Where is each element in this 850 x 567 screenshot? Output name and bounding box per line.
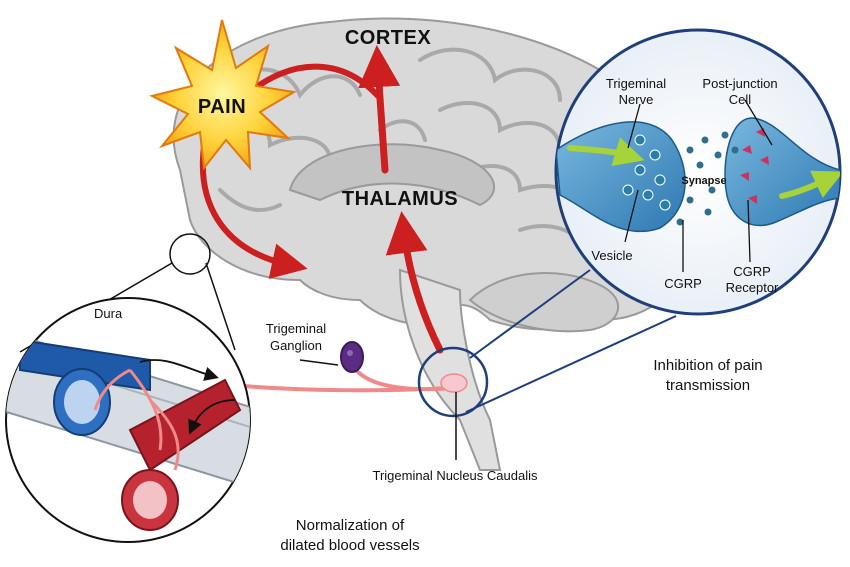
nucleus-caudalis (440, 373, 468, 393)
green-arrow-out (779, 170, 840, 199)
dura-source-circle (169, 233, 211, 275)
vesicle-label: Vesicle (591, 248, 632, 263)
pain-starburst-icon (149, 19, 297, 171)
synapse-inset: Trigeminal Nerve Post-junction Cell Syna… (465, 28, 842, 413)
cgrp-receptor-label-line1: CGRP (733, 264, 771, 279)
trigeminal-ganglion (340, 341, 364, 373)
green-arrow-in (567, 137, 645, 167)
dura-arrow-top (139, 359, 219, 381)
vein (19, 338, 151, 436)
inhibition-label-line1: Inhibition of pain (653, 357, 762, 374)
inhibition-label-line2: transmission (666, 377, 750, 394)
trigeminal-ganglion-label-line2: Ganglion (270, 338, 322, 353)
artery (121, 378, 242, 531)
pathway-nucleus-to-thalamus (385, 211, 444, 354)
pain-pathway (199, 45, 444, 354)
post-junction-label-line1: Post-junction (702, 76, 777, 91)
cortex-label: CORTEX (345, 27, 432, 49)
normalization-label-line2: dilated blood vessels (280, 537, 419, 554)
thalamus-label: THALAMUS (342, 188, 458, 210)
pathway-pain-to-cortex (247, 63, 381, 99)
ganglion-highlight (347, 350, 353, 356)
perivascular-nerve-fibers (93, 368, 180, 471)
ganglion-leader-line (299, 359, 339, 366)
trigeminal-nerve-label-line2: Nerve (619, 92, 654, 107)
dura-label: Dura (94, 306, 123, 321)
pain-burst: PAIN (149, 19, 297, 171)
cgrp-label: CGRP (664, 276, 702, 291)
synapse-label: Synapse (681, 175, 726, 187)
synapse-callout-line (469, 269, 591, 359)
nerve-branch (354, 368, 453, 392)
cgrp-receptor-label-line2: Receptor (726, 280, 779, 295)
post-junction-label-line2: Cell (729, 92, 752, 107)
nucleus-magnifier-circle (417, 346, 489, 418)
trigeminal-nerve-label-line1: Trigeminal (606, 76, 666, 91)
trigeminal-ganglion-label-line1: Trigeminal (266, 321, 326, 336)
cerebellum (468, 272, 620, 333)
dura-callout-line (205, 262, 236, 351)
cgrp-molecules (676, 131, 739, 226)
normalization-label-line1: Normalization of (296, 517, 405, 534)
dura-inset: Dura Normalization of dilated blood vess… (5, 233, 420, 554)
trigeminal-nucleus-label: Trigeminal Nucleus Caudalis (373, 468, 538, 483)
synapse-callout-line (465, 315, 677, 413)
dura-arrow-right (188, 399, 236, 435)
pain-label: PAIN (198, 96, 246, 118)
synapse-leader-lines (624, 99, 773, 272)
corpus-callosum (288, 143, 495, 207)
trigeminal-nucleus: Trigeminal Nucleus Caudalis (373, 346, 538, 483)
pathway-thalamus-to-cortex (358, 45, 401, 174)
